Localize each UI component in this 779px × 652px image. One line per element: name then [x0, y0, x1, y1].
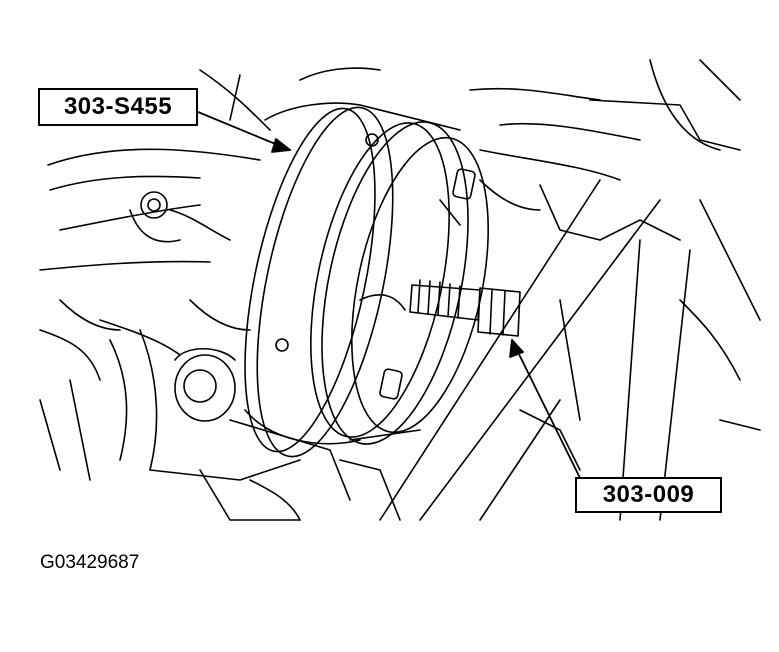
tool-callout-303-s455: 303-S455 [38, 88, 198, 126]
engine-mount-bolt [141, 192, 167, 218]
engine-background-lines [40, 60, 760, 520]
figure-id: G03429687 [40, 552, 140, 573]
tool-callout-303-009: 303-009 [575, 477, 722, 513]
pulley-bolt [175, 349, 235, 421]
forcing-screw [410, 280, 520, 336]
leader-arrows [198, 112, 580, 478]
callout-label: 303-009 [602, 481, 695, 508]
callout-label: 303-S455 [63, 93, 173, 120]
puller-tool [220, 96, 512, 468]
